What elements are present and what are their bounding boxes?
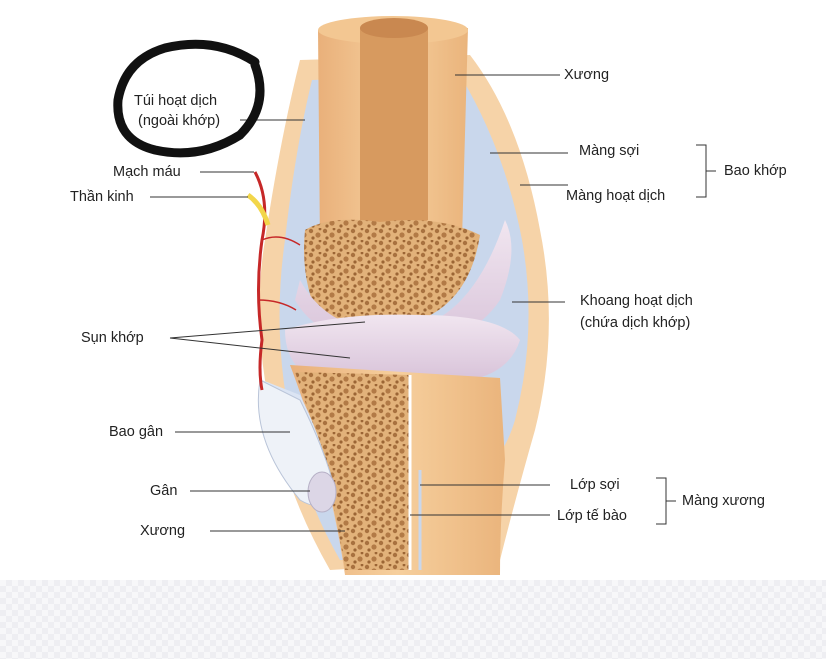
- background-pattern: [0, 580, 826, 659]
- label-bao-khop: Bao khớp: [724, 163, 787, 179]
- nerve: [246, 192, 271, 226]
- label-sun-khop: Sụn khớp: [81, 330, 144, 346]
- label-lop-te-bao: Lớp tế bào: [557, 508, 627, 524]
- blood-vessel: [253, 171, 267, 391]
- label-gan: Gân: [150, 483, 178, 499]
- lower-cartilage: [285, 314, 520, 380]
- label-khoang-hoat-dich: Khoang hoạt dịch: [580, 293, 693, 309]
- highlight-circle: [113, 39, 265, 158]
- label-mang-soi: Màng sợi: [579, 143, 640, 159]
- label-bao-gan: Bao gân: [109, 424, 164, 440]
- marrow-cavity: [360, 23, 428, 230]
- label-mach-mau: Mạch máu: [113, 164, 181, 180]
- label-lop-soi: Lớp sợi: [570, 477, 620, 493]
- label-khoang-hoat-dich-note: (chứa dịch khớp): [580, 315, 691, 331]
- label-xuong-top: Xương: [564, 67, 610, 83]
- upper-spongy: [304, 219, 480, 320]
- label-tui-hoat-dich-note: (ngoài khớp): [138, 113, 221, 129]
- label-mang-hoat-dich: Màng hoạt dịch: [566, 188, 666, 204]
- lower-spongy: [295, 372, 410, 570]
- label-tui-hoat-dich: Túi hoạt dịch: [134, 93, 218, 109]
- label-mang-xuong: Màng xương: [682, 493, 765, 509]
- label-xuong-bottom: Xương: [140, 523, 186, 539]
- label-than-kinh: Thần kinh: [70, 189, 134, 205]
- upper-cartilage: [295, 220, 512, 348]
